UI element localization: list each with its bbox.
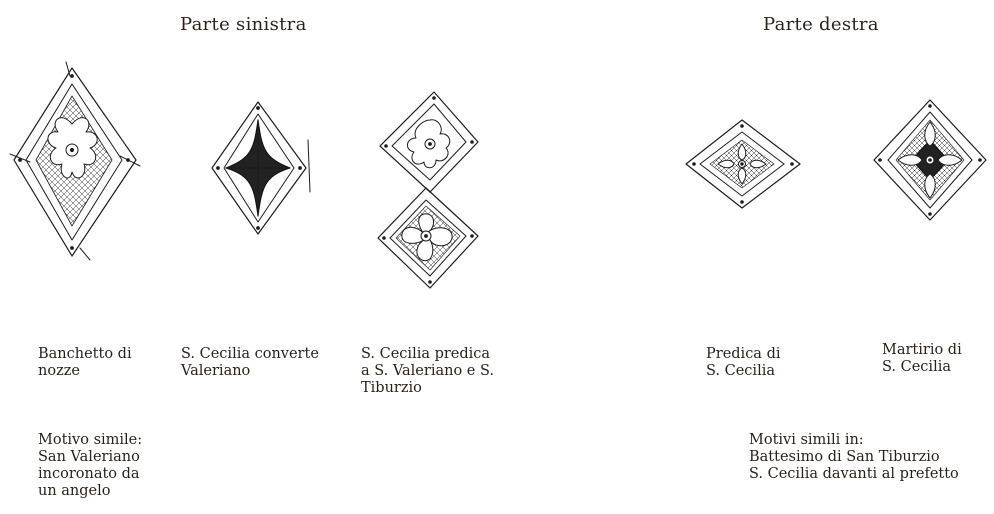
motif-converte-valeriano xyxy=(211,101,311,235)
motif-banchetto-di-nozze xyxy=(9,61,141,261)
caption-predica-di-s-cecilia: Predica di S. Cecilia xyxy=(706,346,781,379)
heading-right-part: Parte destra xyxy=(763,14,879,35)
motif-predica-di-s-cecilia xyxy=(685,119,801,209)
motif-martirio-di-s-cecilia xyxy=(873,99,987,221)
caption-banchetto-di-nozze: Banchetto di nozze xyxy=(38,346,132,379)
caption-martirio-di-s-cecilia: Martirio di S. Cecilia xyxy=(882,342,962,375)
caption-predica-valeriano-tiburzio: S. Cecilia predica a S. Valeriano e S. T… xyxy=(361,346,494,396)
heading-left-part: Parte sinistra xyxy=(180,14,307,35)
note-motivi-simili: Motivi simili in: Battesimo di San Tibur… xyxy=(749,432,959,482)
caption-converte-valeriano: S. Cecilia converte Valeriano xyxy=(181,346,319,379)
motif-predica-valeriano-tiburzio xyxy=(377,91,479,289)
note-motivo-simile: Motivo simile: San Valeriano incoronato … xyxy=(38,432,143,499)
